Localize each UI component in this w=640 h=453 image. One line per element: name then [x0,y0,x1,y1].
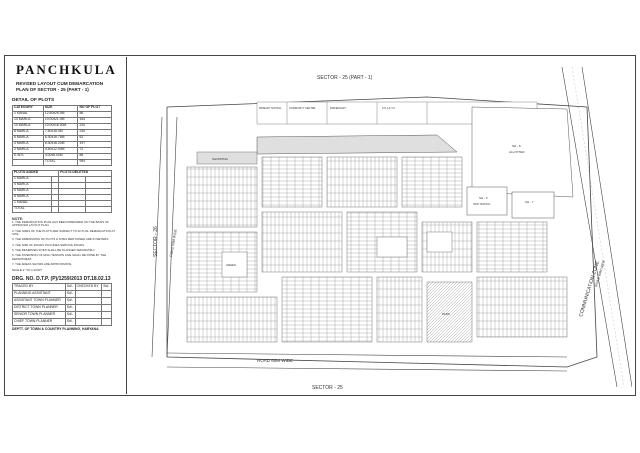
signature-cell: Sd/- [64,296,76,305]
community-centre-label: COMMUNITY CENTRE [289,107,316,110]
sh6-label: SH - 6 [479,196,488,200]
signature-cell: CHIEF TOWN PLANNER [12,317,66,326]
sheet-title: PANCHKULA [16,62,117,77]
green-label: GREEN [226,263,236,267]
layout-plan-map: SECTOR - 25 (PART - 1) SECTOR - 25 SECTO… [151,66,632,391]
signature-cell: ASSISTANT TOWN PLANNER [12,296,66,305]
signature-cell [74,289,103,298]
signature-cell: DISTRICT TOWN PLANNER [12,303,66,312]
notes-heading: NOTE: [12,216,24,221]
note-item: 7. THE AREAS SHOWN ARE APPROXIMATE. [12,262,72,266]
table-cell: TOTAL [11,205,53,213]
signature-cell [74,317,103,326]
detail-of-plots-heading: DETAIL OF PLOTS [12,98,55,104]
table-row: TOTAL [11,205,113,213]
signature-cell: Sd/- [64,310,76,319]
primary-school-label: PRIMARY SCHOOL [259,107,282,110]
sheet-border [4,55,636,396]
communication-zone [561,66,632,388]
sh6-block [466,186,508,216]
drawing-number: DRG. NO. D.T.P. (P)/1259/2013 DT.18.02.1… [12,275,111,282]
signature-cell [101,289,112,298]
sh8-block [471,106,574,198]
table-cell [58,205,86,213]
signature-cell [74,303,103,312]
signature-cell: Sd/- [64,303,76,312]
shakta-label: S H A K T A [382,107,395,110]
department-name: DEPTT. OF TOWN & COUNTRY PLANNING, HARYA… [12,326,99,331]
table-cell: TOTAL [42,158,79,166]
bottom-road-label: ROAD 60M WIDE [257,358,293,363]
legend-panel: PANCHKULA REVISED LAYOUT CUM DEMARCATION… [6,57,127,394]
subtitle-line-2: PLAN OF SECTOR - 25 (PART - 1) [16,86,89,92]
open-block [426,231,453,253]
notes-section: NOTE: 1. THE DEMARCATION PLAN HAS BEEN P… [12,217,120,266]
shopping-label: SHOPPING [212,157,229,161]
left-sector-label: SECTOR - 26 [153,226,159,257]
table-cell [12,158,44,166]
signature-cell: TRACED BY [12,282,66,291]
signature-cell [101,303,112,312]
park-label: PARK [442,312,450,316]
note-item: 1. THE DEMARCATION PLAN HAS BEEN PREPARE… [12,220,109,228]
subtitle-line-1: REVISED LAYOUT CUM DEMARCATION [16,80,104,86]
residential-plots [186,156,568,343]
note-item: 4. THE SIZE OF ROADS INCLUDES SERVICE RO… [12,242,85,247]
green-park-area [426,281,473,343]
signature-cell: CHECKED BY [74,282,103,291]
signature-cell: Sd/- [64,289,76,298]
signature-cell [101,317,112,326]
note-item: 5. THE RESERVED SITES SHALL BE PLANNED S… [12,248,96,253]
signature-cell: SENIOR TOWN PLANNER [12,310,66,319]
sh7-label: SH - 7 [525,200,534,204]
scale-text: SCALE 1" TO 1 FOOT [12,268,42,273]
signature-cell [74,310,103,319]
green-block [221,251,248,278]
left-road [151,116,178,358]
left-road-label: ROAD 60M WIDE [169,228,178,257]
sheet-subtitle: REVISED LAYOUT CUM DEMARCATION PLAN OF S… [16,81,126,92]
signature-cell [101,296,112,305]
open-block [376,236,408,258]
signature-cell: Sd/- [64,282,76,291]
signature-cell: PLANNING ASSISTANT [12,289,66,298]
note-item: 6. THE DIVERSION OF HIGH TENSION LINE SH… [12,253,107,261]
note-item: 2. THE SIZES OF THE PLOTS ARE SUBJECT TO… [12,228,115,237]
table-cell [84,205,113,213]
table-cell: 994 [77,158,112,166]
signature-cell [101,310,112,319]
signature-cell: Sd/- [64,317,76,326]
top-sector-label: SECTOR - 25 (PART - 1) [317,75,373,81]
sh7-block [511,191,555,219]
bottom-road [166,352,568,372]
note-item: 3. THE DIMENSIONS OF PLOTS & SITES MENTI… [12,237,110,242]
comm-zone-label: COMMUNICATION ZONE [578,260,601,318]
bottom-sector-label: SECTOR - 25 [312,385,343,391]
high-school-label: HIGH SCHOOL [473,203,491,206]
allotted-label: ALLOTTED [509,150,525,154]
dispensary-label: DISPENSARY [330,107,346,110]
sh8-label: SH - 8 [512,144,521,148]
institutional-strip [256,101,538,125]
signature-cell: Sd/- [101,282,112,291]
signature-cell [74,296,103,305]
table-cell [51,205,60,213]
shopping-centre-block [196,134,458,165]
